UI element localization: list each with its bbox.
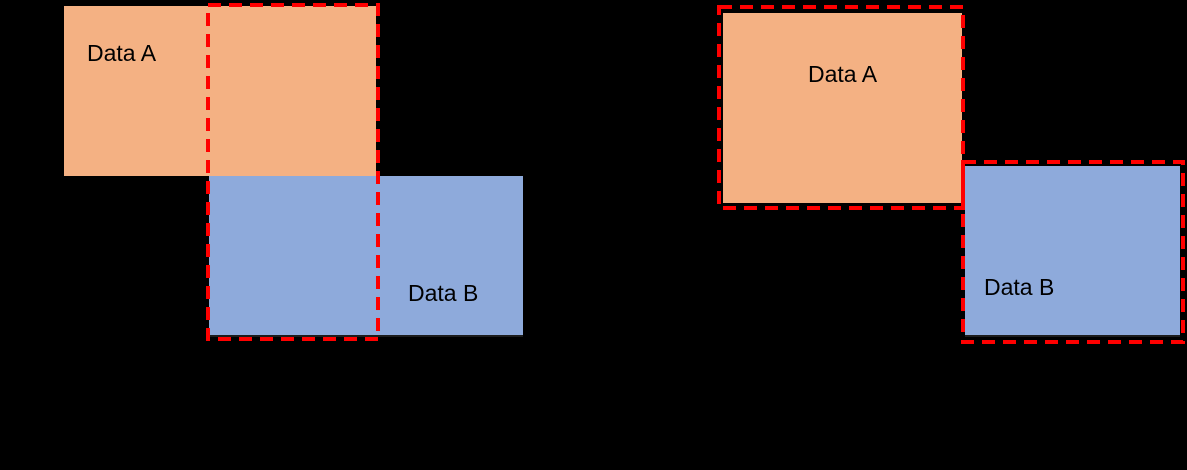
- left-panel-data-a-label: Data A: [87, 40, 157, 66]
- left-panel-data-b-rect: [209, 176, 523, 337]
- right-panel-data-a-label: Data A: [808, 61, 878, 87]
- right-panel-data-b-rect: [965, 166, 1180, 337]
- left-panel-data-a-rect: [64, 6, 376, 176]
- left-panel-data-b-label: Data B: [408, 280, 479, 306]
- right-panel-data-b-label: Data B: [984, 274, 1055, 300]
- right-panel-data-a-rect: [723, 13, 962, 203]
